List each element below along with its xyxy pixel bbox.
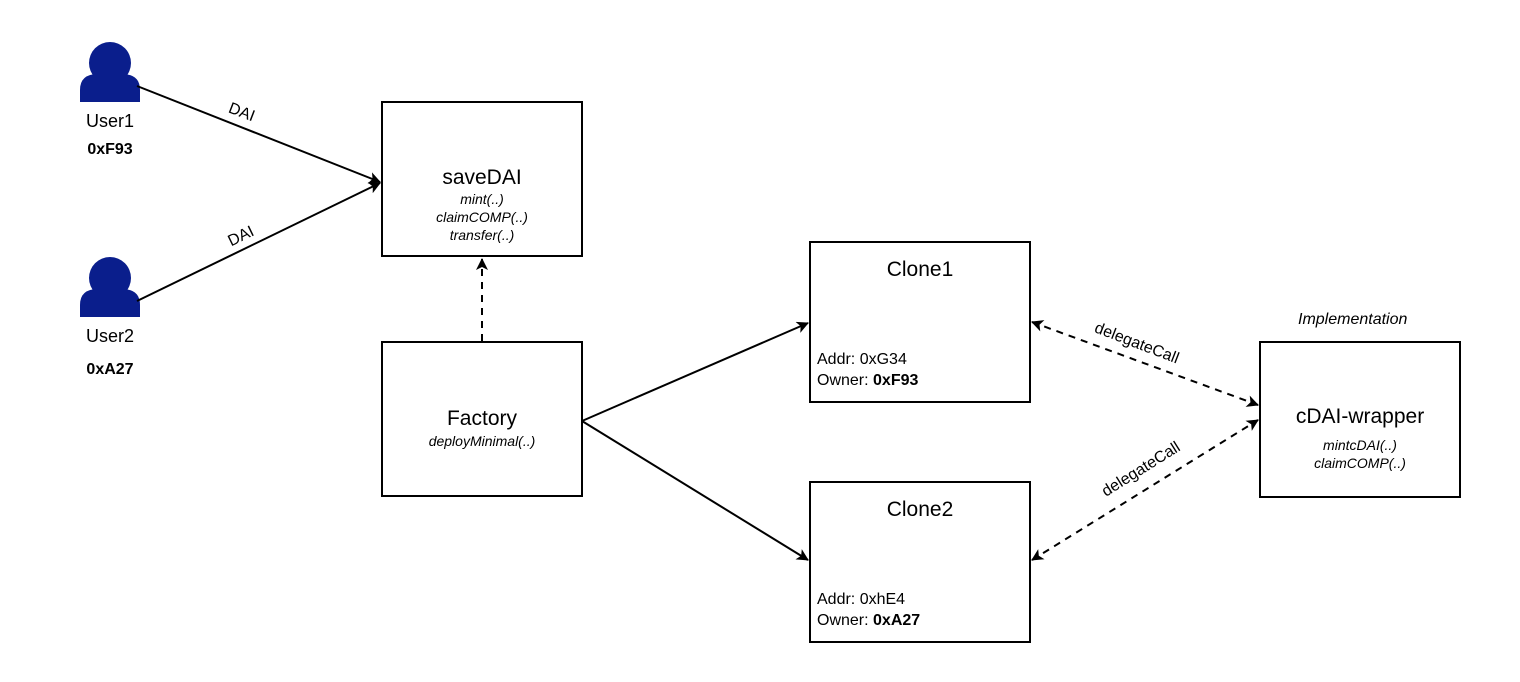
factory-title: Factory	[446, 407, 517, 430]
user2-name: User2	[85, 326, 134, 346]
cdai-method-mintcdai: mintcDAI(..)	[1323, 437, 1397, 453]
clone2-owner-value: 0xA27	[873, 612, 921, 629]
user1-name: User1	[85, 111, 134, 131]
cdai-method-claimcomp: claimCOMP(..)	[1314, 455, 1406, 471]
implementation-label: Implementation	[1298, 311, 1408, 328]
clone2-address-line: Addr: 0xhE4	[817, 589, 905, 610]
user2-address: 0xA27	[86, 361, 134, 378]
savedai-method-transfer: transfer(..)	[449, 227, 515, 243]
savedai-method-claimcomp: claimCOMP(..)	[436, 209, 528, 225]
cdai-wrapper-title: cDAI-wrapper	[1295, 405, 1425, 428]
clone1-addr-label: Addr:	[817, 351, 856, 368]
clone1-owner-value: 0xF93	[873, 372, 919, 389]
clone2-contract-box: Clone2 Addr: 0xhE4 Owner: 0xA27	[809, 481, 1031, 643]
clone2-owner-label: Owner:	[817, 612, 869, 629]
clone2-addr-value: 0xhE4	[859, 591, 906, 608]
clone1-title: Clone1	[886, 258, 954, 281]
edge-clone1-cdai	[1031, 320, 1259, 407]
user2-icon	[80, 257, 140, 317]
clone1-owner-line: Owner: 0xF93	[817, 370, 918, 391]
clone2-owner-line: Owner: 0xA27	[817, 610, 920, 631]
savedai-title: saveDAI	[442, 166, 522, 189]
edge-factory-clone2	[581, 420, 809, 561]
cdai-wrapper-box: cDAI-wrapper mintcDAI(..) claimCOMP(..)	[1259, 341, 1461, 498]
clone1-contract-box: Clone1 Addr: 0xG34 Owner: 0xF93	[809, 241, 1031, 403]
clone1-address-line: Addr: 0xG34	[817, 349, 907, 370]
clone1-owner-label: Owner:	[817, 372, 869, 389]
user1-address: 0xF93	[87, 141, 133, 158]
clone2-addr-label: Addr:	[817, 591, 856, 608]
factory-method-deployminimal: deployMinimal(..)	[428, 433, 536, 449]
edge-user1-savedai	[136, 85, 381, 184]
edge-user2-savedai	[136, 182, 381, 302]
clone1-addr-value: 0xG34	[859, 351, 907, 368]
clone2-title: Clone2	[886, 498, 954, 521]
edge-clone2-cdai	[1031, 419, 1259, 561]
factory-contract-box: Factory deployMinimal(..)	[381, 341, 583, 497]
savedai-method-mint: mint(..)	[460, 191, 504, 207]
savedai-contract-box: saveDAI mint(..) claimCOMP(..) transfer(…	[381, 101, 583, 257]
user1-icon	[80, 42, 140, 102]
edge-factory-clone1	[581, 321, 809, 422]
